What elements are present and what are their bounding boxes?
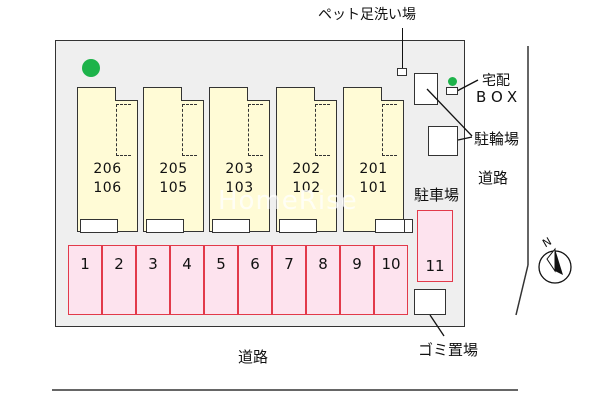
entrance-step bbox=[279, 219, 317, 233]
pet-wash-box bbox=[397, 68, 407, 76]
parking-space: 8 bbox=[306, 245, 340, 315]
parking-space: 4 bbox=[170, 245, 204, 315]
bicycle-parking-label: 駐輪場 bbox=[474, 130, 520, 148]
building-notch bbox=[115, 87, 138, 101]
delivery-box bbox=[446, 87, 458, 95]
entrance-step bbox=[146, 219, 184, 233]
stair-outline bbox=[182, 104, 197, 156]
stair-outline bbox=[315, 104, 330, 156]
garbage-area bbox=[414, 289, 446, 315]
parking-space: 9 bbox=[340, 245, 374, 315]
bicycle-parking-area bbox=[428, 126, 458, 156]
entrance-step bbox=[375, 219, 405, 233]
parking-space: 7 bbox=[272, 245, 306, 315]
entrance-step bbox=[212, 219, 250, 233]
parking-space: 6 bbox=[238, 245, 272, 315]
entrance-step bbox=[80, 219, 118, 233]
unit-number-lower: 106 bbox=[93, 180, 122, 196]
building-notch bbox=[247, 87, 270, 101]
unit-number-lower: 101 bbox=[359, 180, 388, 196]
watermark: HomeRise bbox=[218, 186, 358, 216]
unit-number-upper: 205 bbox=[159, 161, 188, 177]
stair-outline bbox=[116, 104, 131, 156]
parking-label: 駐車場 bbox=[414, 186, 460, 204]
road-label: 道路 bbox=[478, 169, 509, 187]
building-notch bbox=[381, 87, 404, 101]
unit-number-upper: 206 bbox=[93, 161, 122, 177]
parking-space: 5 bbox=[204, 245, 238, 315]
unit-number-lower: 103 bbox=[225, 180, 254, 196]
parking-space: 11 bbox=[417, 210, 453, 282]
stair-outline bbox=[382, 104, 397, 156]
garbage-label: ゴミ置場 bbox=[418, 341, 479, 359]
bicycle-parking-area bbox=[414, 73, 438, 105]
unit-number-upper: 202 bbox=[292, 161, 321, 177]
unit-number-upper: 203 bbox=[225, 161, 254, 177]
delivery-box-label: BOX bbox=[476, 88, 523, 106]
parking-space: 2 bbox=[102, 245, 136, 315]
unit-number-upper: 201 bbox=[359, 161, 388, 177]
parking-space: 3 bbox=[136, 245, 170, 315]
delivery-box-label: 宅配 bbox=[482, 73, 510, 89]
building-notch bbox=[181, 87, 204, 101]
tree-icon bbox=[82, 59, 100, 77]
unit-number-lower: 105 bbox=[159, 180, 188, 196]
tree-icon bbox=[448, 77, 457, 86]
stair-outline bbox=[248, 104, 263, 156]
unit-number-lower: 102 bbox=[292, 180, 321, 196]
parking-space: 1 bbox=[68, 245, 102, 315]
compass-icon bbox=[538, 247, 572, 284]
pet-wash-leader bbox=[402, 28, 404, 68]
pet-wash-label: ペット足洗い場 bbox=[318, 7, 416, 23]
road-label: 道路 bbox=[238, 348, 269, 366]
building-notch bbox=[314, 87, 337, 101]
parking-space: 10 bbox=[374, 245, 408, 315]
